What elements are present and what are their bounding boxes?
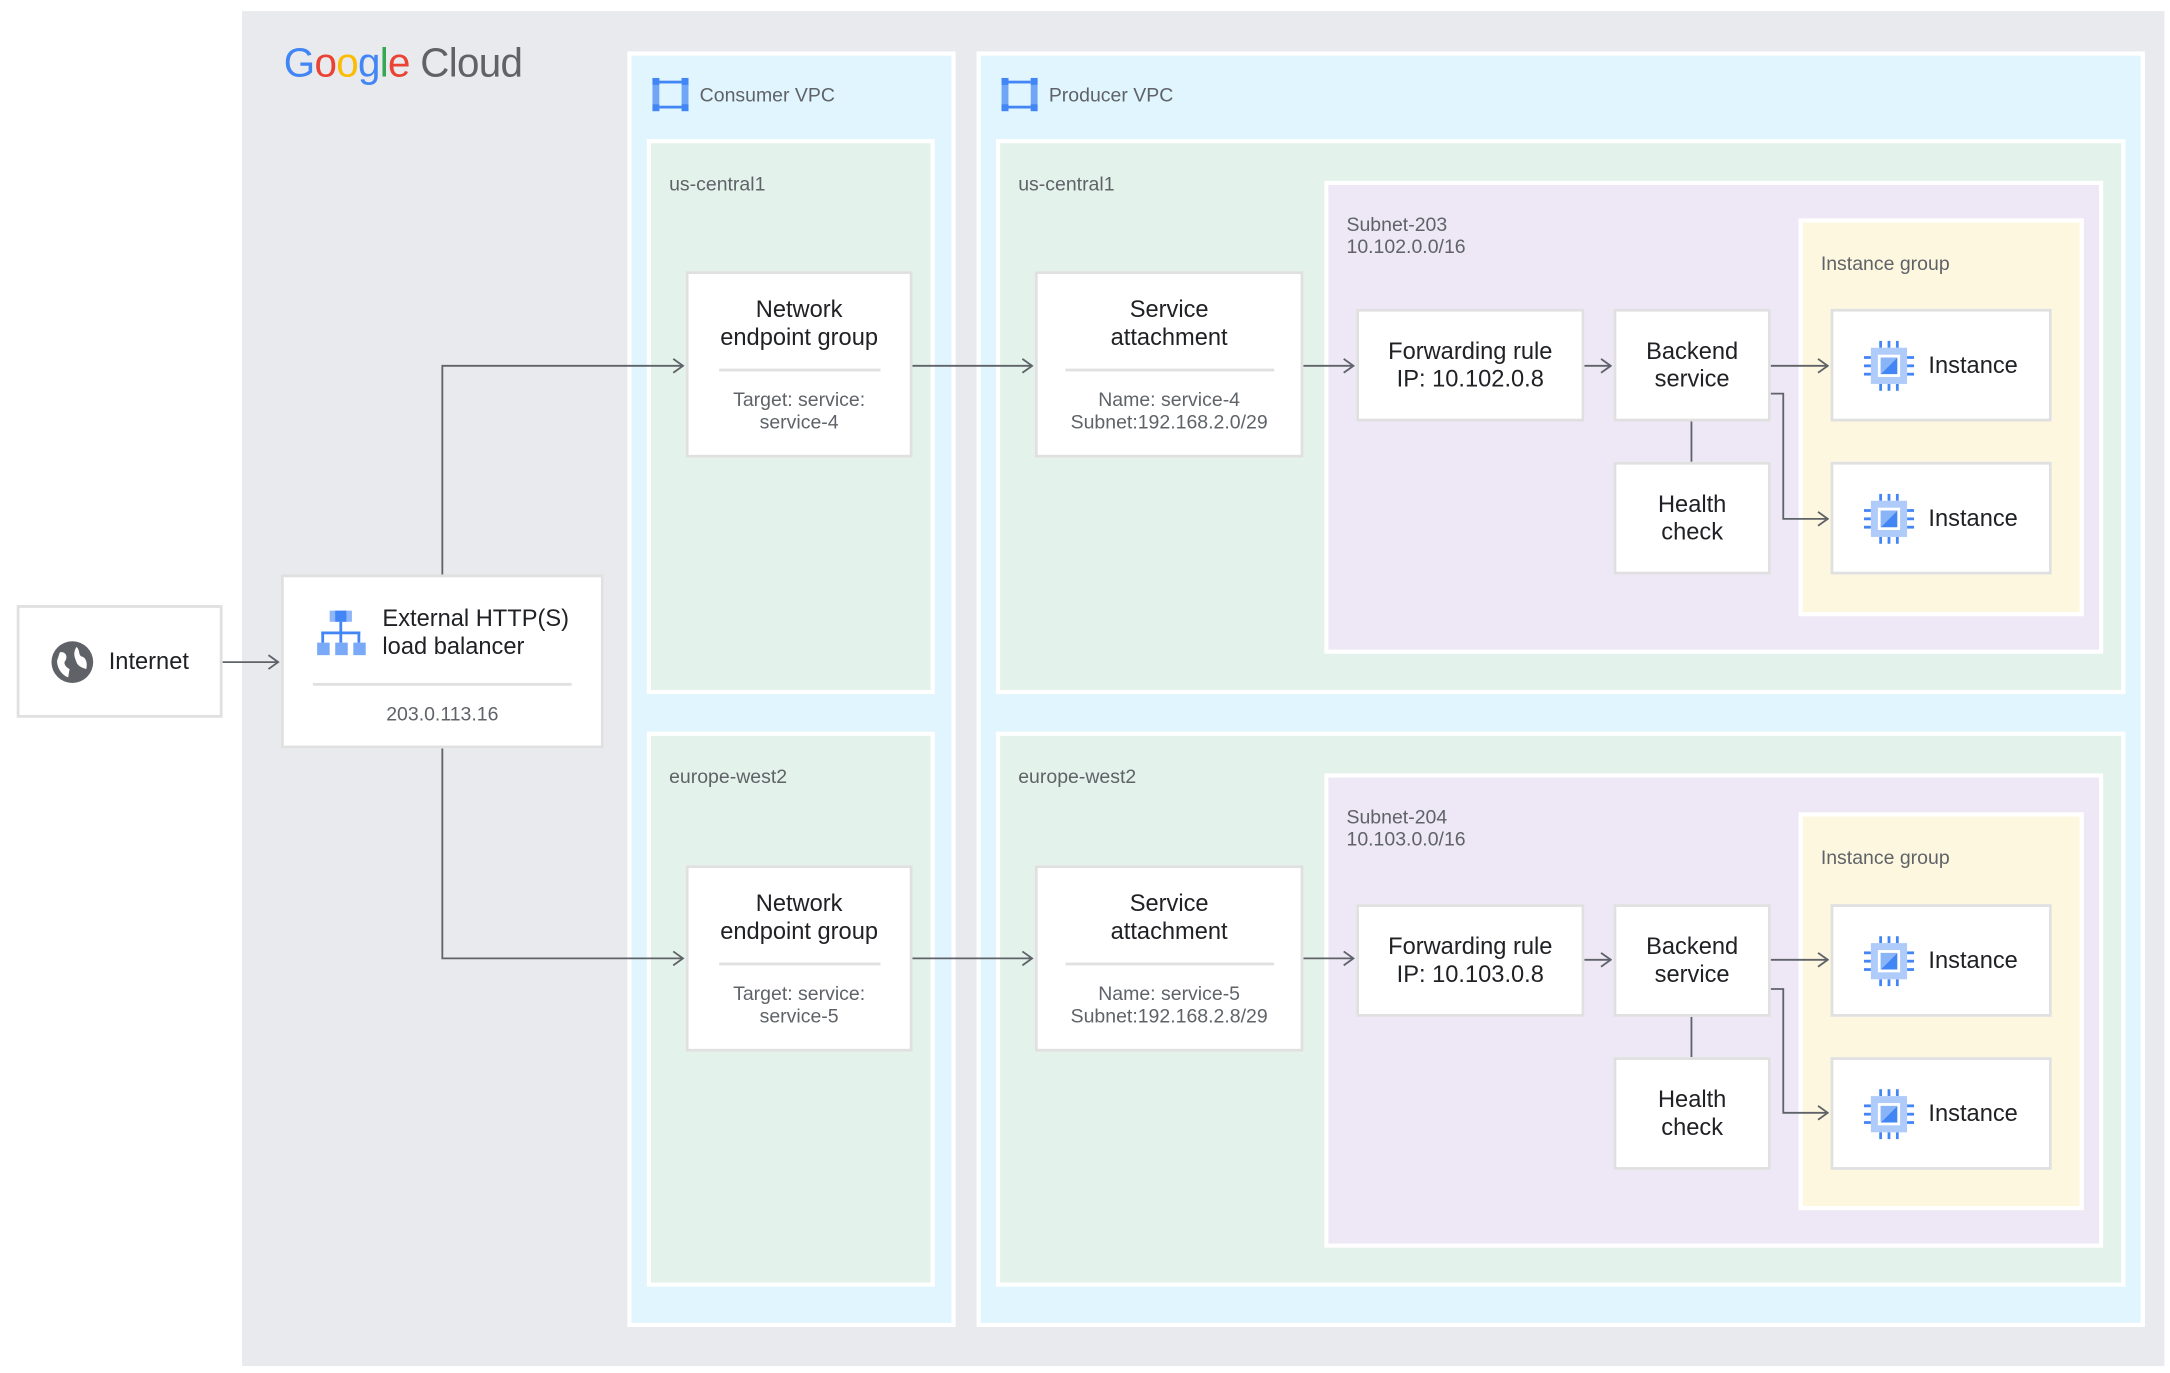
producer-vpc-label: Producer VPC <box>1001 77 1173 112</box>
arrow-bs-to-instance-2b <box>1769 988 1827 1113</box>
region-label: us-central1 <box>669 172 766 195</box>
google-cloud-logo: Google Cloud <box>283 41 523 87</box>
instance[interactable]: Instance <box>1830 461 2052 575</box>
divider <box>312 682 572 686</box>
region-label: europe-west2 <box>669 765 788 788</box>
instance[interactable]: Instance <box>1830 1057 2052 1170</box>
compute-instance-icon <box>1864 1088 1915 1139</box>
compute-instance-icon <box>1864 935 1915 986</box>
instance[interactable]: Instance <box>1830 904 2052 1017</box>
instance[interactable]: Instance <box>1830 308 2052 422</box>
compute-instance-icon <box>1864 493 1915 544</box>
divider <box>718 962 880 966</box>
arrow-lb-to-neg-2 <box>441 748 683 958</box>
divider <box>718 368 880 372</box>
compute-instance-icon <box>1864 340 1915 391</box>
vpc-icon <box>652 77 689 112</box>
instance-group-label: Instance group <box>1820 845 1950 868</box>
internet-node[interactable]: Internet <box>16 605 223 718</box>
arrow-lb-to-neg-1 <box>441 366 683 576</box>
instance-group-label: Instance group <box>1820 251 1950 275</box>
consumer-vpc-label: Consumer VPC <box>652 77 835 112</box>
vpc-icon <box>1001 77 1038 112</box>
lb-ip: 203.0.113.16 <box>386 702 499 725</box>
load-balancer-icon <box>317 610 366 656</box>
region-label: us-central1 <box>1018 172 1115 195</box>
divider <box>1064 962 1274 966</box>
globe-icon <box>51 640 94 683</box>
arrow-bs-to-instance-1b <box>1769 392 1827 519</box>
divider <box>1064 368 1274 372</box>
region-label: europe-west2 <box>1018 765 1137 788</box>
load-balancer-node[interactable]: External HTTP(S)load balancer 203.0.113.… <box>280 574 604 749</box>
